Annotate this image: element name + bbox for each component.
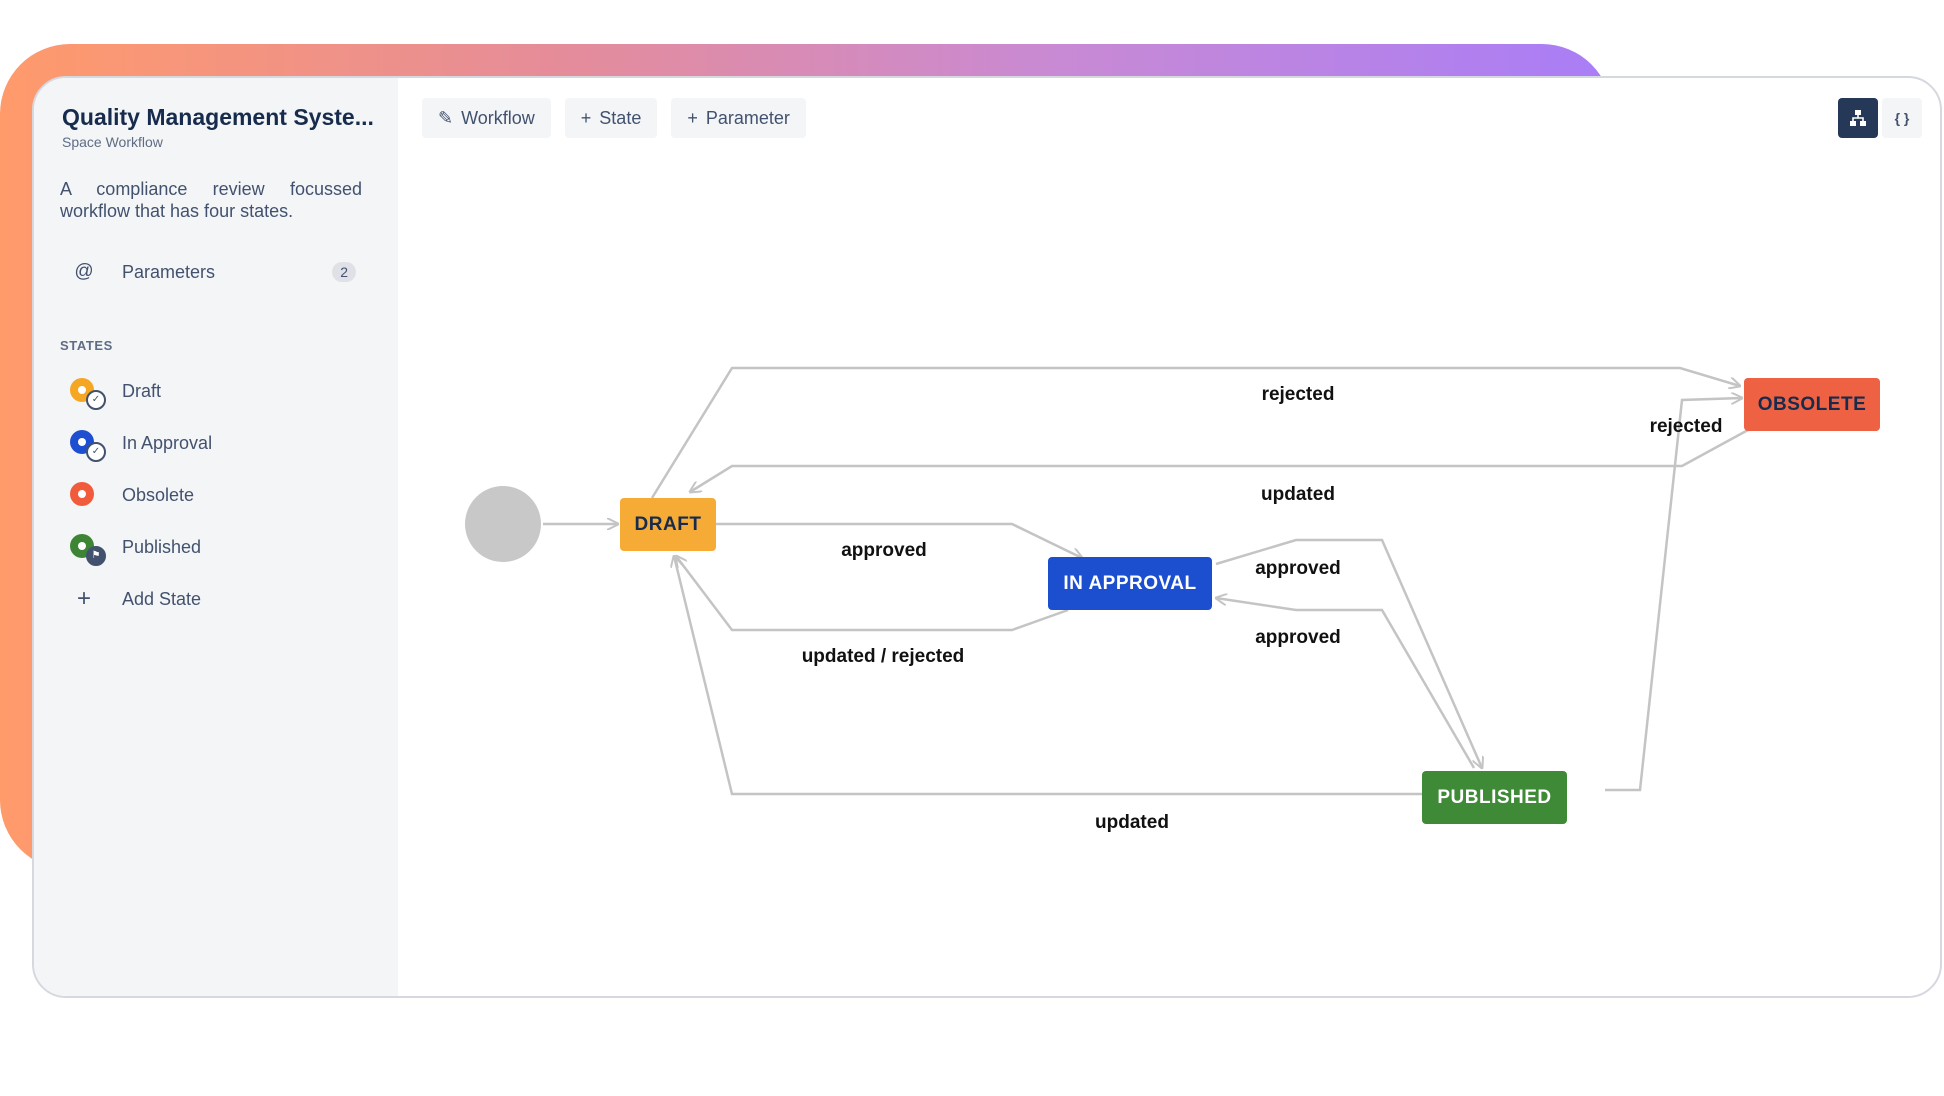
edge-approval-to-draft[interactable] — [676, 556, 1069, 632]
workflow-button[interactable]: ✎ Workflow — [422, 98, 551, 138]
workflow-diagram-canvas: rejected rejected updated approved updat… — [398, 78, 1940, 996]
edge-published-to-obsolete[interactable] — [1605, 398, 1742, 792]
view-toggle: { } — [1838, 98, 1922, 138]
workflow-title[interactable]: Quality Management Syste... — [62, 104, 374, 130]
node-in-approval[interactable]: IN APPROVAL — [1048, 557, 1212, 610]
node-obsolete[interactable]: OBSOLETE — [1744, 378, 1880, 431]
edge-label: rejected — [1262, 384, 1335, 405]
node-published[interactable]: PUBLISHED — [1422, 771, 1567, 824]
edge-draft-to-approval[interactable] — [683, 522, 1082, 558]
state-label: In Approval — [122, 432, 213, 453]
pencil-icon: ✎ — [438, 107, 454, 128]
code-view-button[interactable]: { } — [1882, 98, 1922, 138]
edge-published-to-approval[interactable] — [1216, 598, 1476, 769]
state-label: Draft — [122, 380, 162, 401]
sitemap-icon — [1850, 110, 1866, 126]
app-window: Quality Management Syste... Space Workfl… — [32, 76, 1942, 998]
braces-icon: { } — [1894, 110, 1910, 126]
draft-state-icon: ✓ — [70, 373, 110, 410]
state-label: Published — [122, 536, 202, 557]
edge-draft-to-obsolete[interactable] — [650, 366, 1740, 499]
edge-published-to-draft[interactable] — [674, 556, 1422, 796]
sidebar-item-published[interactable]: ⚑ Published — [60, 527, 362, 567]
toolbar: ✎ Workflow + State + Parameter — [422, 98, 806, 138]
sidebar-item-in-approval[interactable]: ✓ In Approval — [60, 423, 362, 463]
edge-label: updated — [1095, 812, 1169, 833]
workflow-button-label: Workflow — [461, 107, 535, 128]
in-approval-state-icon: ✓ — [70, 425, 110, 462]
flag-icon: ⚑ — [86, 546, 106, 566]
edge-label: updated / rejected — [802, 646, 965, 667]
add-state-toolbar-button[interactable]: + State — [564, 98, 658, 138]
edge-label: approved — [1255, 627, 1341, 648]
node-draft[interactable]: DRAFT — [620, 498, 716, 551]
obsolete-state-icon — [70, 477, 110, 513]
parameters-label: Parameters — [122, 261, 216, 282]
edge-obsolete-to-draft[interactable] — [690, 428, 1749, 492]
workflow-subtitle: Space Workflow — [62, 134, 163, 150]
workflow-description: A compliance review focussed workflow th… — [60, 179, 362, 221]
start-node[interactable] — [465, 486, 541, 562]
edge-label: approved — [1255, 558, 1341, 579]
diagram-edges: rejected rejected updated approved updat… — [465, 366, 1749, 833]
sidebar-item-obsolete[interactable]: Obsolete — [60, 475, 362, 515]
edge-approval-to-published[interactable] — [1215, 538, 1482, 768]
parameter-button-label: Parameter — [705, 107, 790, 128]
edge-label: approved — [841, 540, 927, 561]
plus-icon: + — [580, 107, 592, 128]
edge-label: rejected — [1650, 416, 1723, 437]
published-state-icon: ⚑ — [70, 529, 110, 566]
add-state-label: Add State — [122, 588, 202, 609]
plus-icon: + — [76, 585, 91, 612]
at-icon: @ — [74, 261, 94, 282]
sidebar-item-parameters[interactable]: @ Parameters 2 — [60, 252, 362, 292]
add-state-button[interactable]: + Add State — [60, 579, 362, 619]
sidebar-item-draft[interactable]: ✓ Draft — [60, 371, 362, 411]
sidebar: Quality Management Syste... Space Workfl… — [34, 78, 398, 996]
add-parameter-button[interactable]: + Parameter — [671, 98, 806, 138]
diagram-view-button[interactable] — [1838, 98, 1878, 138]
check-icon: ✓ — [86, 442, 106, 462]
plus-icon: + — [687, 107, 698, 128]
parameters-count-badge: 2 — [332, 262, 356, 282]
states-heading: STATES — [60, 338, 113, 353]
edge-label: updated — [1261, 484, 1335, 505]
state-label: Obsolete — [122, 484, 195, 505]
check-icon: ✓ — [86, 390, 106, 410]
state-button-label: State — [599, 107, 642, 128]
